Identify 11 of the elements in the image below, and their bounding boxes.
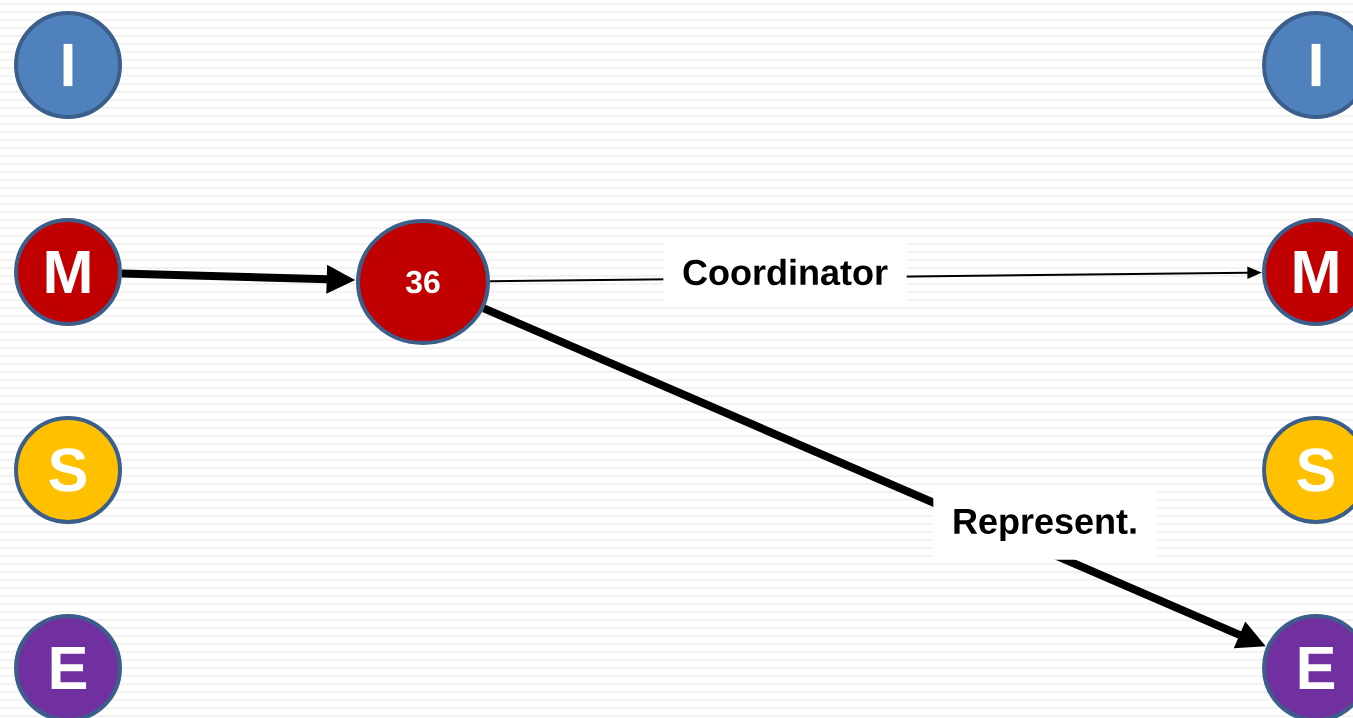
circle-node: M <box>1262 218 1353 326</box>
edge-label: Represent. <box>933 490 1157 560</box>
circle-node: S <box>1262 416 1353 524</box>
circle-node: I <box>1262 11 1353 119</box>
edge-label: Coordinator <box>663 237 907 307</box>
circle-node: 36 <box>356 219 490 345</box>
circle-node: I <box>14 11 122 119</box>
circle-node: M <box>14 218 122 326</box>
circle-node: E <box>1262 614 1353 718</box>
circle-node: S <box>14 416 122 524</box>
circle-node: E <box>14 614 122 718</box>
